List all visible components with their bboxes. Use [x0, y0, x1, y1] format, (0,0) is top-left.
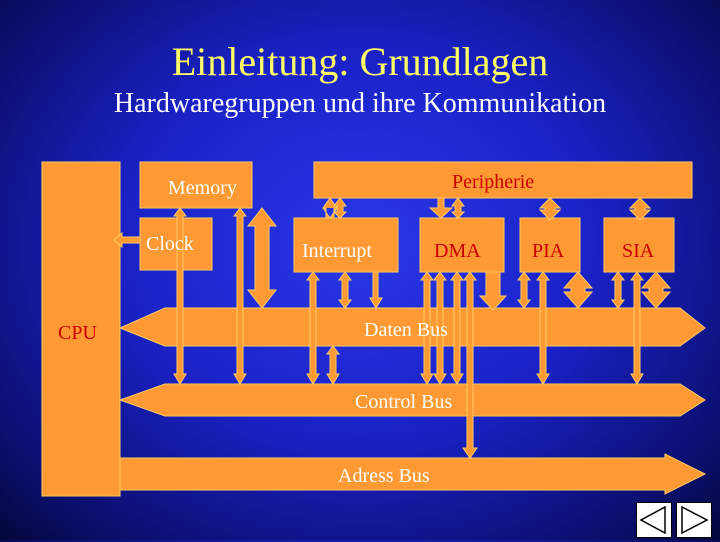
- memory-databus-arrow: [246, 207, 278, 309]
- interrupt-control-link-2: [326, 345, 340, 385]
- dma-control-link-2: [433, 271, 447, 385]
- play-back-icon: [639, 505, 666, 535]
- peripherie-link[interactable]: Peripherie: [452, 171, 534, 193]
- memory-control-link: [173, 207, 187, 385]
- peripherie-interrupt-arrow: [322, 197, 338, 219]
- pia-block: [519, 217, 581, 273]
- interrupt-databus-arrow: [369, 271, 383, 309]
- clock-block: [139, 217, 213, 271]
- dma-block: [419, 217, 505, 273]
- control-bus-label: Control Bus: [355, 391, 452, 413]
- back-button[interactable]: [636, 502, 672, 538]
- peripherie-dma-link: [450, 197, 466, 219]
- slide-title: Einleitung: Grundlagen: [171, 39, 549, 84]
- peripherie-dma-arrow: [428, 197, 454, 219]
- slide-subtitle: Hardwaregruppen und ihre Kommunikation: [113, 88, 607, 119]
- clock-label: Clock: [146, 233, 194, 255]
- interrupt-label: Interrupt: [302, 240, 372, 262]
- data-bus: [118, 307, 706, 347]
- memory-block: [139, 161, 253, 209]
- dma-link[interactable]: DMA: [434, 240, 481, 262]
- pia-link[interactable]: PIA: [532, 240, 565, 262]
- pia-databus-arrow: [562, 271, 594, 309]
- pia-control-link: [536, 271, 550, 385]
- interrupt-databus-link: [338, 271, 352, 309]
- peripherie-pia-arrow: [538, 197, 562, 221]
- peripherie-interrupt-link: [332, 197, 348, 219]
- peripherie-sia-arrow: [628, 197, 652, 221]
- sia-control-link: [630, 271, 644, 385]
- address-bus: [119, 453, 707, 495]
- dma-databus-arrow: [478, 271, 508, 311]
- cpu-block: [41, 161, 121, 497]
- peripherie-block: [313, 161, 693, 199]
- data-bus-label: Daten Bus: [364, 319, 448, 341]
- sia-databus-link: [611, 271, 625, 309]
- control-bus: [118, 383, 706, 417]
- sia-block: [603, 217, 675, 273]
- dma-control-link-3: [450, 271, 464, 385]
- play-forward-icon: [681, 505, 709, 535]
- dma-control-link: [420, 271, 434, 385]
- cpu-link[interactable]: CPU: [58, 322, 97, 344]
- address-bus-label: Adress Bus: [338, 465, 430, 487]
- pia-databus-link: [517, 271, 531, 309]
- forward-button[interactable]: [676, 502, 712, 538]
- memory-label: Memory: [168, 177, 237, 199]
- sia-databus-arrow: [640, 271, 672, 309]
- interrupt-control-link: [306, 271, 320, 385]
- dma-address-link: [462, 271, 478, 459]
- clock-control-link: [233, 207, 247, 385]
- clock-to-cpu-arrow: [113, 231, 141, 249]
- interrupt-block: [293, 217, 399, 273]
- sia-link[interactable]: SIA: [622, 240, 655, 262]
